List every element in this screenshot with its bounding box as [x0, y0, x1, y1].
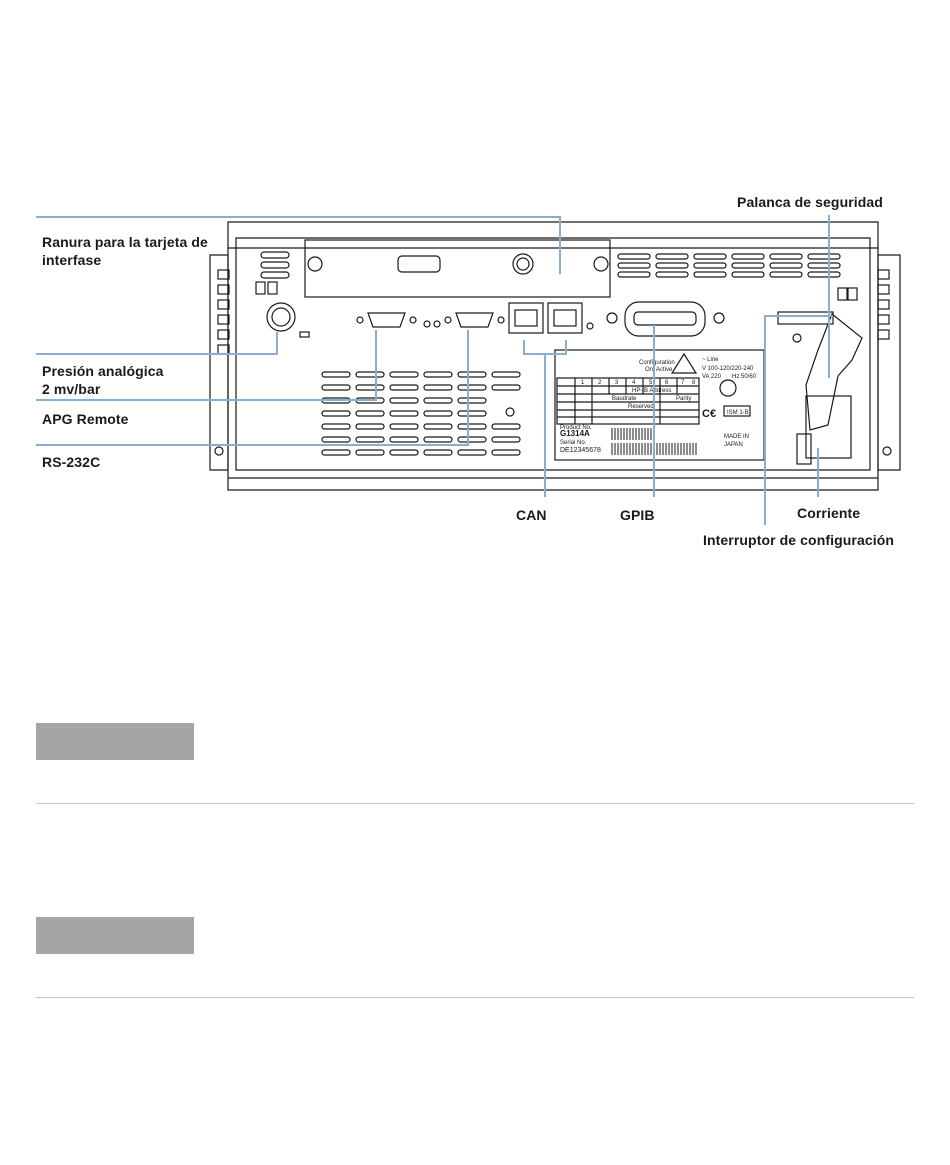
callout-apg: APG Remote [42, 411, 129, 427]
device-rear-panel [209, 221, 901, 491]
vent-bottom-left [321, 371, 521, 456]
label-col-8: 8 [692, 380, 696, 386]
callout-slot: Ranura para la tarjeta de interfase [42, 234, 208, 268]
label-product-no-label: Product No. [560, 425, 592, 431]
callout-gpib: GPIB [620, 507, 655, 523]
label-baudrate: Baudrate [612, 396, 637, 402]
separator-2 [36, 997, 914, 998]
note-heading-block-1 [36, 723, 194, 760]
label-col-3: 3 [615, 380, 619, 386]
label-line: ~ Line [702, 357, 719, 363]
label-col-1: 1 [581, 380, 585, 386]
label-voltage: V 100-120/220-240 [702, 366, 754, 372]
label-col-5: 5 [649, 380, 653, 386]
callout-rs232: RS-232C [42, 454, 101, 470]
label-on-active: On: Active [645, 367, 673, 373]
label-config: Configuration [639, 360, 675, 366]
label-made-in: MADE IN [724, 434, 749, 440]
leader-lines [36, 215, 833, 525]
label-reserved: Reserved [628, 404, 654, 410]
label-col-4: 4 [632, 380, 636, 386]
vent-top-right [617, 253, 841, 278]
leader-rs232 [36, 330, 469, 446]
right-side-buttons [877, 269, 892, 456]
callout-analog: Presión analógica 2 mv/bar [42, 363, 164, 397]
separator-1 [36, 803, 914, 804]
label-col-7: 7 [681, 380, 685, 386]
leader-can [523, 340, 567, 497]
label-hz: Hz 50/60 [732, 374, 757, 380]
callout-safety: Palanca de seguridad [737, 194, 883, 210]
leader-analog [36, 332, 278, 355]
leader-apg [36, 330, 377, 401]
callout-can: CAN [516, 507, 547, 523]
ce-mark: C€ [702, 408, 716, 420]
label-serial-no-label: Serial No. [560, 440, 587, 446]
callout-power: Corriente [797, 505, 861, 521]
label-serial-no: DE12345678 [560, 447, 601, 454]
leader-slot [36, 216, 561, 274]
label-parity: Parity [676, 396, 691, 402]
label-col-6: 6 [665, 380, 669, 386]
note-heading-block-2 [36, 917, 194, 954]
label-va: VA 220 [702, 374, 722, 380]
left-side-buttons [214, 269, 230, 456]
label-ism: ISM 1-B [727, 410, 749, 416]
label-country: JAPAN [724, 442, 743, 448]
label-hpib: HP-IB Address [632, 388, 671, 394]
label-col-2: 2 [598, 380, 602, 386]
callout-config: Interruptor de configuración [703, 532, 895, 548]
barcode [611, 428, 697, 455]
leader-config [764, 315, 833, 525]
label-product-no: G1314A [560, 429, 590, 438]
vent-top-left [260, 251, 290, 279]
